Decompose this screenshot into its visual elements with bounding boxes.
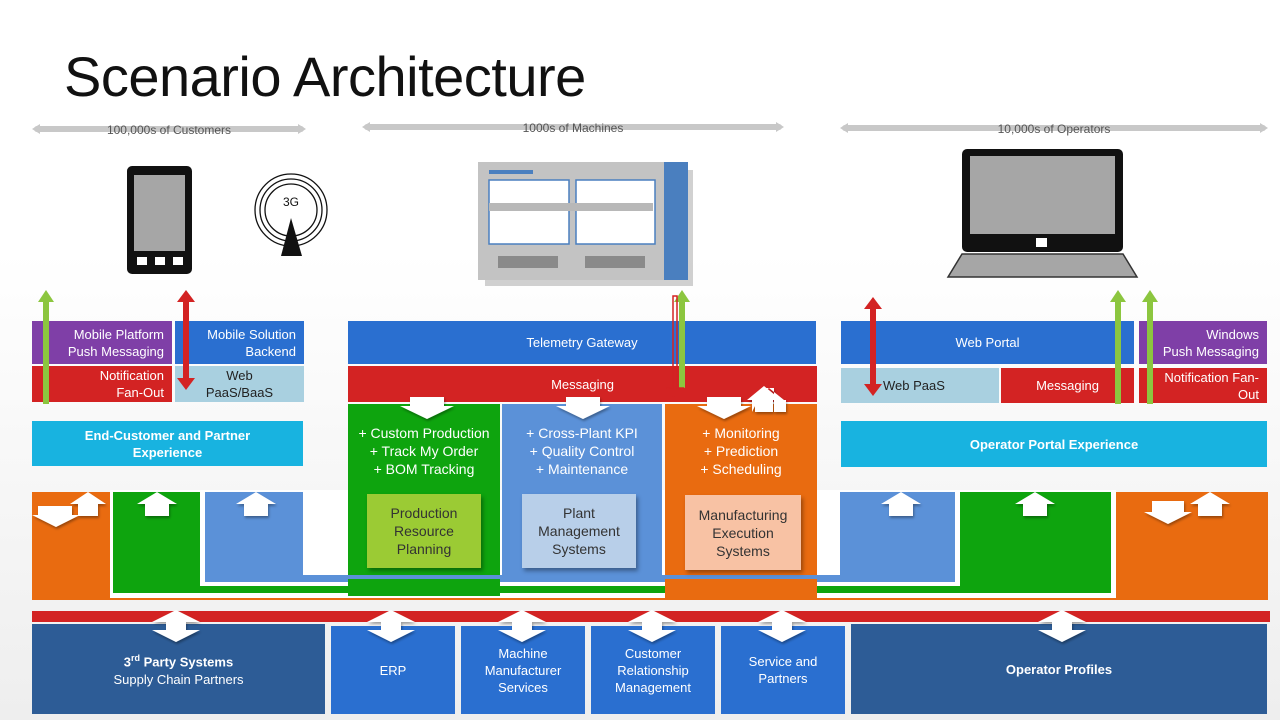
page-title: Scenario Architecture <box>64 45 586 108</box>
machines-range-label: 1000s of Machines <box>522 121 624 135</box>
machine-panel-icon <box>478 162 693 286</box>
customers-range-label: 100,000s of Customers <box>106 123 232 137</box>
operator-portal-experience: Operator Portal Experience <box>841 421 1267 467</box>
device-icons: 3G <box>32 122 1268 286</box>
column-connector-line <box>303 575 840 579</box>
web-portal: Web Portal <box>841 321 1134 364</box>
3g-tower-icon <box>254 173 328 256</box>
mobile-phone-icon <box>127 166 192 274</box>
red-arrows <box>177 290 882 400</box>
machines-messaging: Messaging <box>348 366 817 402</box>
white-block-arrows <box>32 386 1230 642</box>
3g-label: 3G <box>283 195 299 209</box>
manufacturing-features: + Monitoring + Prediction + Scheduling <box>700 425 782 477</box>
operators-range-bar <box>842 125 1266 131</box>
operators-range-label: 10,000s of Operators <box>997 122 1111 136</box>
machines-range-bar <box>364 124 782 130</box>
laptop-icon <box>946 149 1139 278</box>
plant-features: + Cross-Plant KPI + Quality Control + Ma… <box>526 425 638 477</box>
operator-messaging: Messaging <box>1001 368 1134 403</box>
production-features: + Custom Production + Track My Order + B… <box>358 425 490 477</box>
operator-notification-fan-out: Notification Fan-Out <box>1139 368 1267 403</box>
telemetry-gateway: Telemetry Gateway <box>348 321 816 364</box>
customers-range-bar <box>34 126 304 132</box>
lime-up-arrows <box>38 290 1158 404</box>
